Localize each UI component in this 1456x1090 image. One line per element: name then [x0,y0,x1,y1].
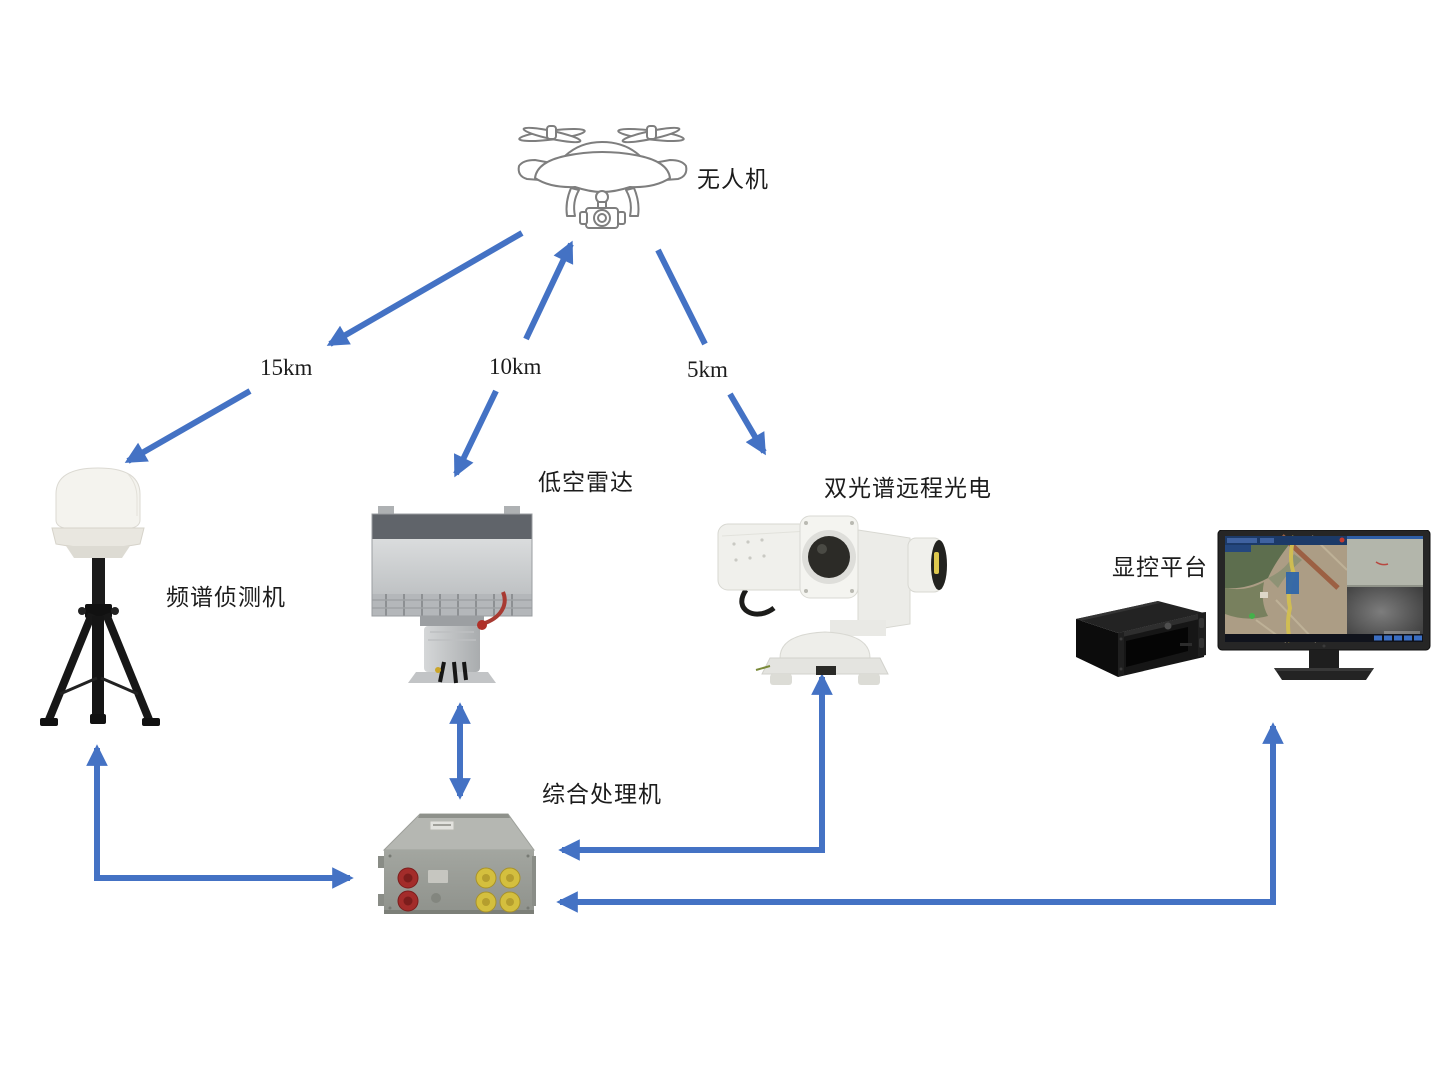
link-optics-drone-lower [727,392,767,456]
drone-figure [517,125,688,229]
spectrum-detector-figure [40,467,160,726]
radar-label: 低空雷达 [538,470,634,495]
drone-label: 无人机 [697,167,769,192]
video-panel [1347,536,1423,587]
processor-figure [378,813,536,914]
map-panel [1225,534,1348,643]
server-figure [1076,601,1206,677]
range-5km-label: 5km [687,357,728,382]
link-optics-processor [558,673,833,861]
monitor-figure [1217,530,1431,680]
link-radar-drone-upper [523,240,574,341]
link-spectrum-processor [86,744,354,889]
spectrum-detector-label: 频谱侦测机 [166,585,286,610]
processor-label: 综合处理机 [542,782,662,807]
link-optics-drone-upper [655,248,708,346]
range-15km-label: 15km [260,355,313,380]
optics-camera-figure [717,515,947,685]
thermal-panel [1347,587,1423,642]
red-connectors [397,867,419,912]
display-platform-label: 显控平台 [1112,555,1208,580]
link-display-processor [556,722,1284,913]
yellow-connectors [475,867,521,913]
link-radar-drone-lower [453,389,499,478]
link-drone-spectrum-lower [124,388,252,464]
range-10km-label: 10km [489,354,542,379]
link-drone-spectrum-upper [326,230,524,347]
radar-figure [371,506,533,684]
optics-label: 双光谱远程光电 [824,476,992,501]
